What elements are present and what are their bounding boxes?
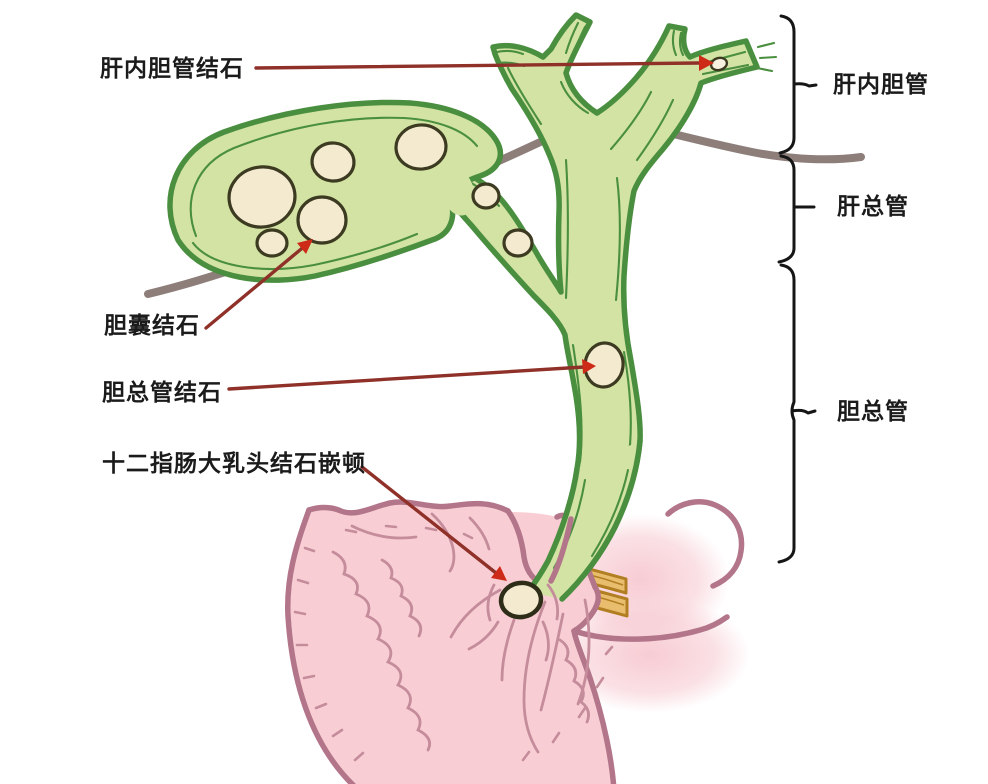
duodenal-bulb-curl: [665, 499, 745, 589]
arrow-papilla-stone: [360, 465, 507, 581]
stomach-outline: [284, 507, 356, 784]
papilla-impacted-stone: [498, 580, 544, 620]
intrahepatic-stone: [709, 56, 729, 72]
bracket-intrahepatic-ducts: [778, 14, 818, 155]
gallbladder-stone: [255, 228, 289, 258]
gallbladder-stones: [227, 123, 534, 258]
stomach-left-flap: [505, 508, 543, 586]
stomach-outline: [571, 584, 601, 634]
gallbladder: [167, 99, 503, 283]
annotation-arrows: [204, 55, 714, 581]
label-intrahepatic-duct-stones: 肝内胆管结石: [100, 56, 244, 81]
duodenum-lower-curve: [571, 614, 730, 642]
region-label-common-hepatic-duct: 肝总管: [837, 194, 909, 219]
arrow-gallbladder-stone: [204, 239, 313, 330]
gallbladder-stone-arrow-target: [296, 195, 348, 245]
neck-stone: [471, 182, 501, 210]
region-label-common-bile-duct: 胆总管: [837, 399, 909, 424]
gallbladder-stone: [227, 165, 297, 229]
gallbladder-neck-seam-patch: [441, 168, 475, 216]
gallbladder-stone: [310, 141, 356, 183]
label-gallbladder-stones: 胆囊结石: [104, 313, 200, 338]
label-cbd-stones: 胆总管结石: [102, 380, 222, 405]
stomach: [284, 499, 617, 784]
region-label-intrahepatic-ducts: 肝内胆管: [833, 72, 929, 97]
duct-bottom-segment: [525, 438, 643, 602]
arrow-intrahepatic-stone: [254, 55, 714, 71]
papilla-stone-group: [467, 580, 559, 662]
region-brackets: [777, 14, 818, 564]
bracket-common-hepatic-duct: [777, 154, 816, 264]
bracket-common-bile-duct: [777, 263, 817, 564]
stomach-outline: [571, 628, 617, 784]
label-papilla-impaction: 十二指肠大乳头结石嵌顿: [102, 451, 366, 476]
arrow-cbd-stone: [227, 359, 596, 391]
neck-stone: [502, 228, 534, 258]
stomach-top-rim: [306, 499, 511, 516]
gallbladder-stone: [394, 123, 448, 171]
stomach-rim-over-duct: [548, 516, 574, 584]
